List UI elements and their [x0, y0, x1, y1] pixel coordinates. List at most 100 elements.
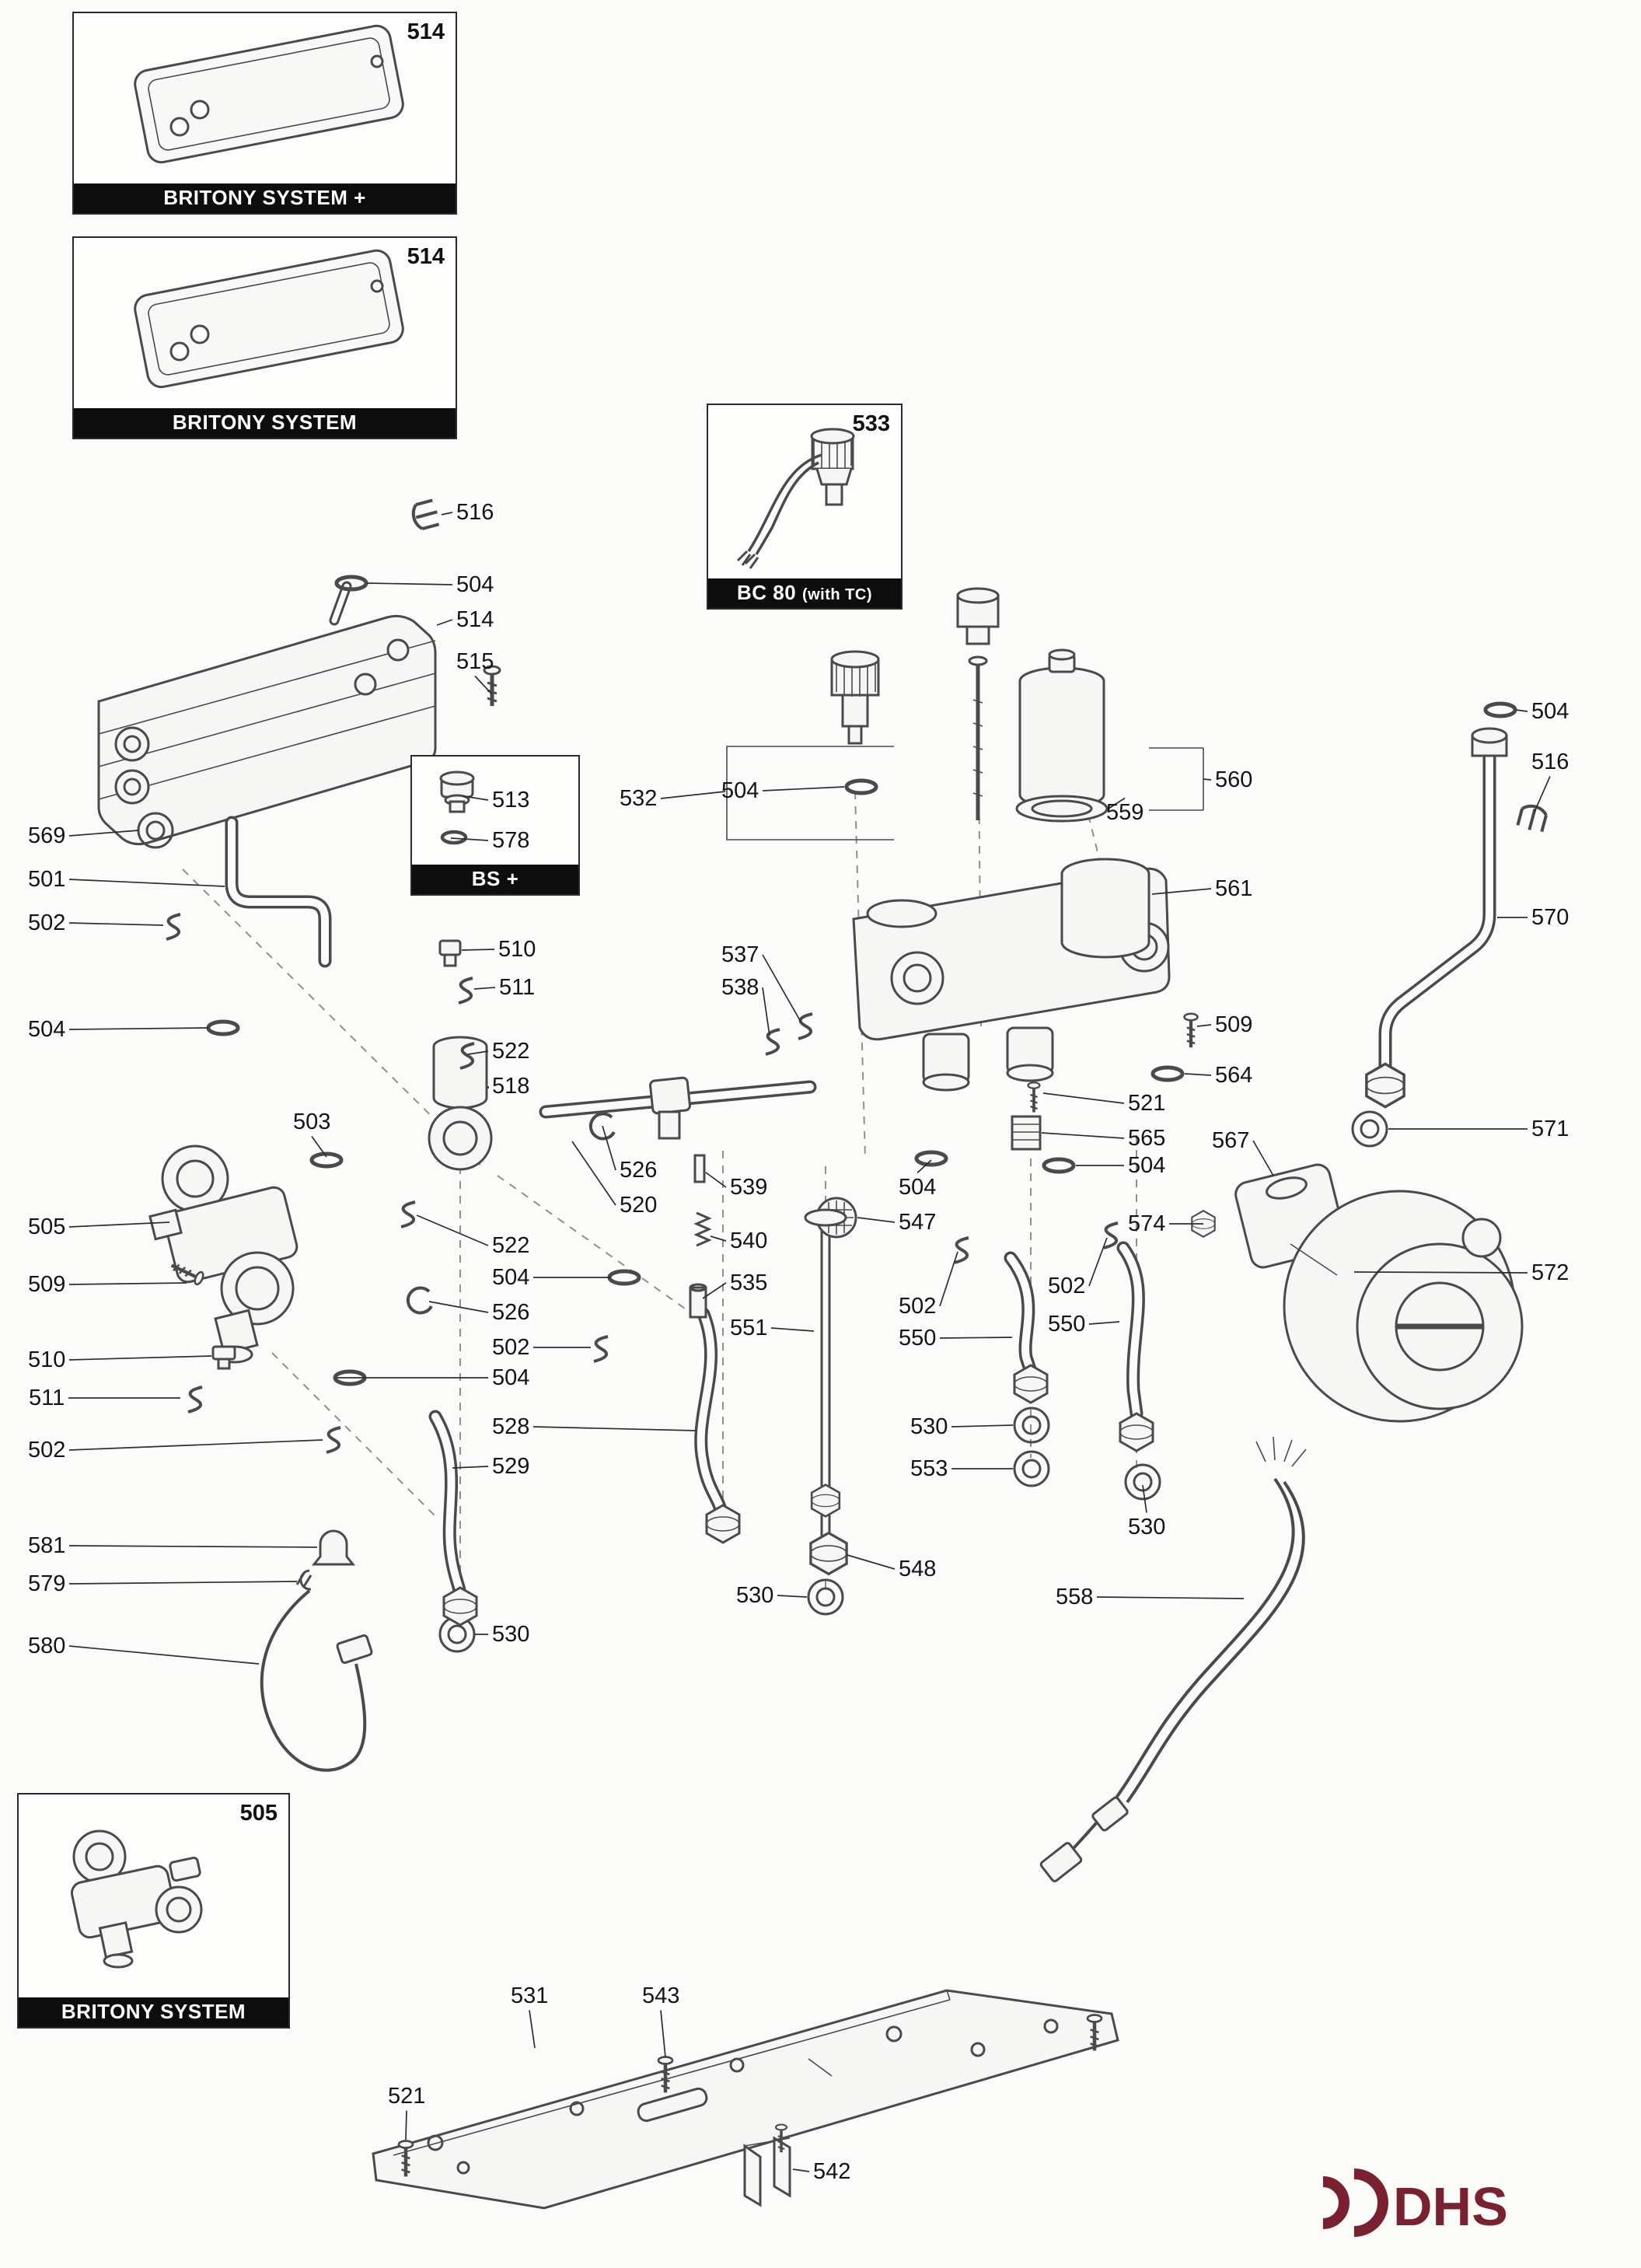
plate-drawing	[134, 249, 404, 389]
part-number-callout: 515	[456, 648, 494, 674]
part-number-callout: 580	[28, 1633, 66, 1658]
inset-part-number: 533	[852, 411, 890, 436]
inset-britony-system-plus: 514 BRITONY SYSTEM +	[72, 12, 457, 215]
part-number-callout: 548	[899, 1556, 937, 1581]
part-number-callout: 513	[492, 787, 530, 812]
part-number-callout: 503	[293, 1109, 331, 1134]
inset-bs-plus: BS +	[410, 755, 580, 896]
part-number-callout: 561	[1215, 875, 1253, 901]
dhs-logo: DHS	[1300, 2168, 1611, 2246]
part-number-callout: 530	[1128, 1514, 1166, 1539]
part-number-callout: 560	[1215, 767, 1253, 792]
part-number-callout: 502	[492, 1334, 530, 1360]
part-number-callout: 565	[1128, 1125, 1166, 1151]
part-number-callout: 570	[1531, 904, 1569, 930]
part-number-callout: 526	[492, 1299, 530, 1325]
inset-caption: BS +	[412, 865, 578, 894]
part-number-callout: 569	[28, 823, 66, 848]
part-number-callout: 528	[492, 1414, 530, 1439]
part-number-callout: 504	[456, 571, 494, 597]
part-number-callout: 551	[730, 1315, 768, 1340]
inset-caption: BRITONY SYSTEM	[19, 1997, 288, 2027]
part-number-callout: 511	[499, 974, 536, 1000]
wiring-drawing	[260, 1436, 1307, 1882]
part-number-callout: 530	[492, 1621, 530, 1647]
part-number-callout: 543	[642, 1983, 680, 2008]
part-number-callout: 522	[492, 1232, 530, 1258]
part-number-callout: 547	[899, 1209, 937, 1235]
part-number-callout: 530	[736, 1582, 774, 1608]
part-number-callout: 550	[1048, 1311, 1086, 1337]
inset-505-britony-system: 505 BRITONY SYSTEM	[17, 1793, 290, 2029]
inset-part-number: 514	[407, 19, 445, 44]
part-number-callout: 504	[492, 1264, 530, 1290]
part-number-callout: 504	[1531, 698, 1569, 724]
dhs-logo-mark	[1322, 2168, 1388, 2237]
part-number-callout: 559	[1106, 799, 1144, 825]
part-number-callout: 542	[813, 2158, 851, 2184]
part-number-callout: 505	[28, 1214, 66, 1239]
part-number-callout: 504	[1128, 1152, 1166, 1178]
part-number-callout: 579	[28, 1571, 66, 1596]
part-number-callout: 510	[498, 936, 536, 962]
plate-drawing	[134, 24, 404, 164]
inset-caption: BRITONY SYSTEM	[74, 408, 456, 438]
part-number-callout: 510	[28, 1347, 66, 1372]
part-number-callout: 571	[1531, 1116, 1569, 1141]
mounting-plate-drawing	[372, 1989, 1119, 2210]
part-number-callout: 509	[1215, 1012, 1253, 1037]
part-number-callout: 520	[620, 1192, 658, 1218]
part-number-callout: 564	[1215, 1062, 1253, 1088]
part-number-callout: 538	[721, 974, 759, 1000]
part-number-callout: 504	[899, 1174, 937, 1200]
inset-bc80: 533 BC 80 (with TC)	[707, 404, 903, 610]
part-number-callout: 539	[730, 1174, 768, 1200]
part-number-callout: 553	[910, 1456, 948, 1481]
part-number-callout: 558	[1056, 1584, 1094, 1609]
heat-exchanger-drawing	[97, 614, 437, 846]
part-number-callout: 501	[28, 866, 66, 892]
part-number-callout: 574	[1128, 1211, 1166, 1236]
part-number-callout: 567	[1212, 1127, 1250, 1153]
dhs-logo-text: DHS	[1393, 2176, 1508, 2237]
part-number-callout: 526	[620, 1157, 658, 1183]
flow-valve-drawing	[428, 939, 493, 1171]
vent-valve-drawing	[726, 587, 1000, 840]
part-number-callout: 578	[492, 827, 530, 853]
part-number-callout: 530	[910, 1414, 948, 1439]
valve-505-drawing	[70, 1829, 203, 1969]
part-number-callout: 504	[28, 1016, 66, 1042]
part-number-callout: 511	[29, 1385, 65, 1410]
inset-part-number: 505	[239, 1801, 278, 1826]
thermocouple-valve-drawing	[736, 428, 855, 569]
pump-drawing	[1234, 1163, 1524, 1423]
air-separator-drawing	[1015, 648, 1204, 959]
part-number-callout: 537	[721, 942, 759, 967]
part-number-callout: 531	[511, 1983, 549, 2008]
part-number-callout: 504	[492, 1365, 530, 1390]
part-number-callout: 516	[456, 499, 494, 525]
part-number-callout: 529	[492, 1453, 530, 1479]
part-number-callout: 502	[1048, 1273, 1086, 1298]
part-number-callout: 521	[1128, 1090, 1166, 1116]
part-number-callout: 522	[492, 1038, 530, 1064]
part-number-callout: 581	[28, 1532, 66, 1558]
part-number-callout: 532	[620, 785, 658, 811]
part-number-callout: 509	[28, 1271, 66, 1297]
part-number-callout: 550	[899, 1325, 937, 1351]
bypass-parts-drawing	[649, 1076, 857, 1319]
part-number-callout: 514	[456, 606, 494, 632]
part-number-callout: 516	[1531, 749, 1569, 774]
part-number-callout: 521	[388, 2083, 426, 2109]
inset-caption: BC 80 (with TC)	[708, 578, 901, 608]
small-fittings-drawing	[137, 498, 1549, 2177]
part-number-callout: 502	[28, 910, 66, 935]
part-number-callout: 504	[721, 778, 759, 803]
part-number-callout: 502	[28, 1437, 66, 1462]
part-number-callout: 540	[730, 1228, 768, 1253]
right-pipe-fitting-drawing	[1471, 727, 1508, 757]
part-number-callout: 572	[1531, 1260, 1569, 1285]
inset-part-number: 514	[407, 244, 445, 269]
